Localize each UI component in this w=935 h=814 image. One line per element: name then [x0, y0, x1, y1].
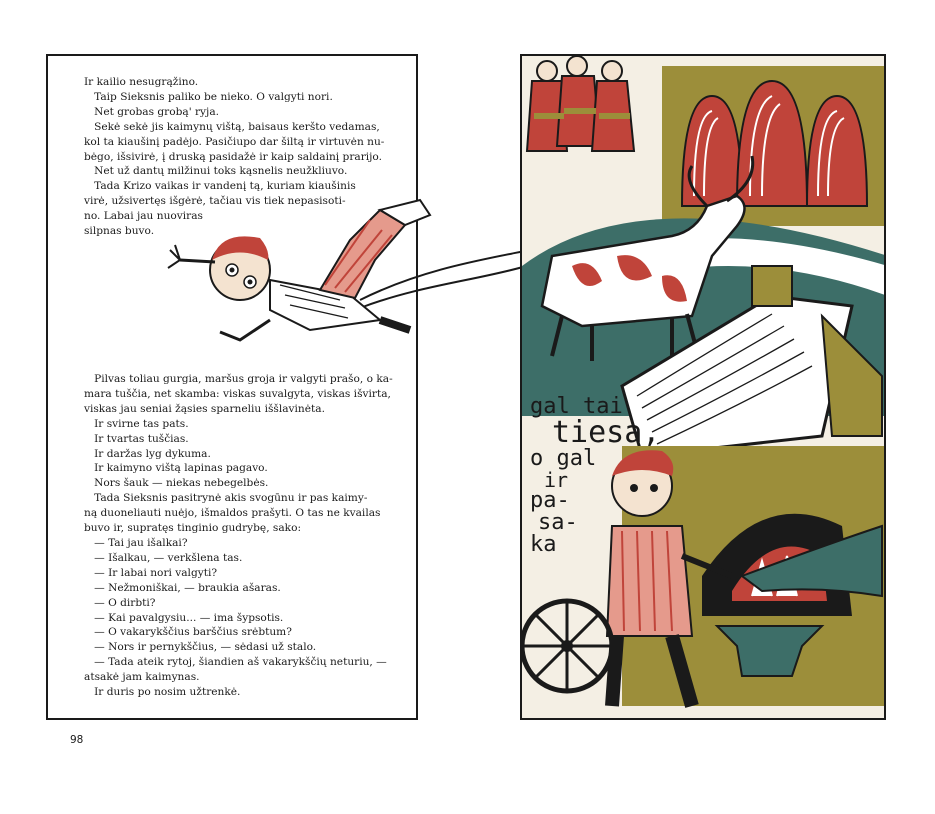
page-number: 98: [70, 734, 84, 746]
caption-line: ir: [544, 468, 569, 492]
text-line: Pilvas toliau gurgia, maršus groja ir va…: [84, 373, 393, 385]
text-line: — Nors ir pernykščius, — sėdasi už stalo…: [84, 641, 317, 654]
text-line: — Išalkau, — verkšlena tas.: [84, 551, 243, 564]
text-line: no. Labai jau nuoviras: [84, 210, 203, 223]
text-line: Ir kailio nesugrąžino.: [84, 76, 199, 88]
text-line: buvo ir, supratęs tinginio gudrybę, sako…: [84, 522, 302, 535]
text-line: Ir tvartas tuščias.: [84, 432, 189, 445]
text-line: Sekė sekė jis kaimynų vištą, baisaus ker…: [84, 120, 380, 133]
text-line: virė, užsivertęs išgėrė, tačiau vis tiek…: [84, 195, 346, 208]
left-page-frame: [46, 54, 418, 720]
caption-line: gal tai: [530, 394, 623, 419]
text-line: Tada Krizo vaikas ir vandenį tą, kuriam …: [84, 180, 356, 193]
text-line: Taip Sieksnis paliko be nieko. O valgyti…: [84, 90, 333, 103]
text-line: — Tai jau išalkai?: [84, 536, 188, 549]
text-line: — O vakarykščius barščius srėbtum?: [84, 626, 292, 639]
text-line: — Nežmoniškai, — braukia ašaras.: [84, 581, 281, 594]
text-line: Ir kaimyno vištą lapinas pagavo.: [84, 462, 268, 475]
text-line: Net grobas grobą' ryja.: [84, 105, 220, 118]
text-line: Net už dantų milžinui toks kąsnelis neuž…: [84, 165, 348, 178]
text-line: kol ta kiaušinį padėjo. Pasičiupo dar ši…: [84, 135, 385, 148]
text-block-2: Pilvas toliau gurgia, maršus groja ir va…: [84, 372, 393, 700]
illustration-caption: gal tai tiesa, o gal ir pa- sa- ka: [530, 396, 660, 556]
caption-line: o gal: [530, 446, 597, 471]
caption-line: tiesa,: [552, 415, 661, 450]
text-line: — Kai pavalgysiu... — ima šypsotis.: [84, 611, 284, 624]
text-line: — Ir labai nori valgyti?: [84, 566, 218, 579]
text-line: Nors šauk — niekas nebegelbės.: [84, 477, 269, 490]
text-line: Ir daržas lyg dykuma.: [84, 447, 211, 460]
caption-line: ka: [530, 532, 557, 557]
woodcut-illustration: [522, 56, 884, 718]
text-line: mara tuščia, net skamba: viskas suvalgyt…: [84, 387, 391, 400]
caption-line: sa-: [538, 510, 578, 535]
text-line: ną duoneliauti nuėjo, išmaldos prašyti. …: [84, 507, 381, 520]
text-line: viskas jau seniai žąsies sparneliu iššla…: [84, 402, 325, 415]
caption-line: pa-: [530, 488, 570, 513]
text-line: Ir duris po nosim užtrenkė.: [84, 686, 241, 699]
text-line: Tada Sieksnis pasitrynė akis svogūnu ir …: [84, 492, 368, 505]
falling-man-illustration: [167, 198, 531, 342]
text-line: atsakė jam kaimynas.: [84, 671, 200, 684]
text-line: bėgo, išsivirė, į druską pasidažė ir kai…: [84, 150, 382, 163]
text-line: — O dirbti?: [84, 596, 156, 609]
text-line: silpnas buvo.: [84, 225, 155, 238]
text-line: — Tada ateik rytoj, šiandien aš vakarykš…: [84, 656, 387, 669]
right-page-illustration: gal tai tiesa, o gal ir pa- sa- ka: [520, 54, 886, 720]
text-line: Ir svirne tas pats.: [84, 417, 189, 430]
text-block-1: Ir kailio nesugrąžino. Taip Sieksnis pal…: [84, 75, 384, 239]
